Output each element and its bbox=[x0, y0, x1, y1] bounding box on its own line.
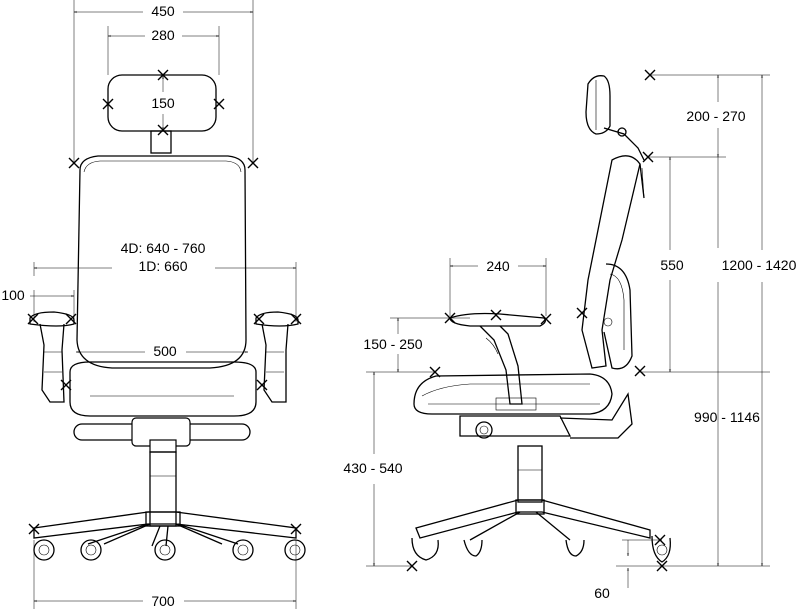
side-armrest-height-label: 990 - 1146 bbox=[694, 409, 760, 425]
front-backrest-width-alt-label: 1D: 660 bbox=[138, 258, 187, 274]
front-backrest-width-label: 4D: 640 - 760 bbox=[121, 240, 206, 256]
side-headrest-adjust-label: 200 - 270 bbox=[686, 108, 745, 124]
front-seat-width-label: 500 bbox=[153, 343, 177, 359]
front-seat bbox=[69, 361, 257, 417]
front-headrest-post bbox=[150, 130, 172, 154]
front-gas-lift bbox=[149, 451, 177, 527]
front-left-armrest bbox=[29, 311, 75, 403]
side-armrest-adjust-label: 150 - 250 bbox=[363, 336, 422, 352]
front-armrest-offset-label: 100 bbox=[1, 287, 25, 303]
front-base bbox=[33, 511, 297, 547]
side-dimension-lines bbox=[366, 74, 770, 588]
side-backrest bbox=[581, 155, 641, 369]
side-overall-height-label: 1200 - 1420 bbox=[722, 257, 797, 273]
side-backrest-height-label: 550 bbox=[660, 257, 684, 273]
front-overall-width-label: 450 bbox=[151, 3, 175, 19]
side-casters bbox=[411, 535, 671, 563]
side-gas-lift bbox=[517, 445, 543, 503]
front-mechanism bbox=[73, 417, 251, 453]
side-base bbox=[415, 499, 651, 541]
front-base-width-label: 700 bbox=[151, 593, 175, 609]
front-backrest bbox=[76, 155, 247, 369]
side-headrest bbox=[585, 75, 611, 135]
side-view: 200 - 270 240 550 1200 - 1420 150 - 250 … bbox=[343, 69, 797, 601]
front-headrest-width-label: 280 bbox=[151, 27, 175, 43]
side-seat-height-label: 430 - 540 bbox=[343, 460, 402, 476]
side-caster-height-label: 60 bbox=[594, 585, 610, 601]
front-view: 450 280 150 4D: 640 - 760 1D: 660 100 50… bbox=[1, 0, 306, 609]
front-cross-markers bbox=[27, 69, 302, 535]
side-cross-markers bbox=[406, 69, 668, 572]
front-headrest-height-label: 150 bbox=[151, 95, 175, 111]
side-armrest bbox=[449, 312, 546, 405]
front-right-armrest bbox=[255, 311, 299, 403]
side-armrest-depth-label: 240 bbox=[486, 258, 510, 274]
side-seat bbox=[413, 373, 613, 415]
side-mechanism bbox=[459, 392, 633, 439]
front-dimension-lines bbox=[30, 0, 297, 609]
front-casters bbox=[33, 539, 306, 561]
